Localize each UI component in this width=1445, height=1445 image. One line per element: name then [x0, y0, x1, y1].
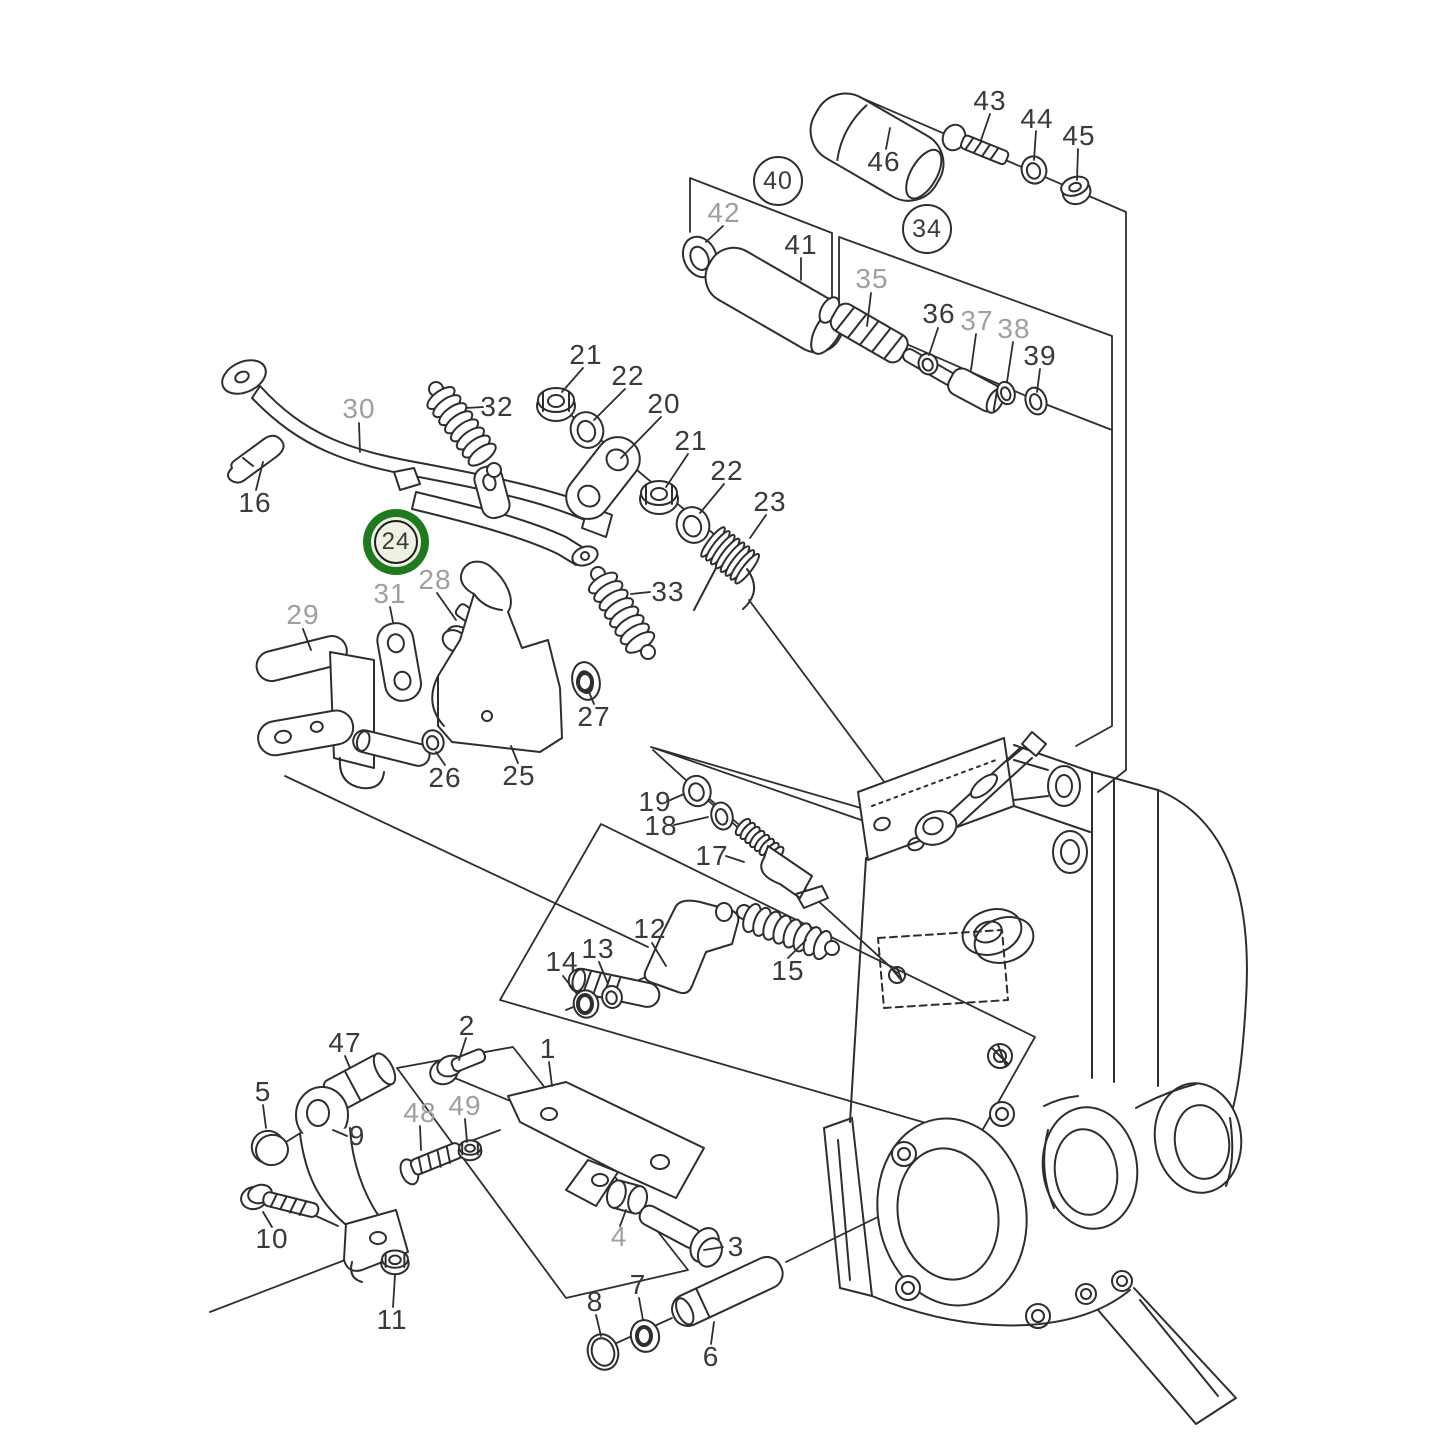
part-33-spring	[584, 567, 659, 659]
part-31-plate	[375, 620, 424, 703]
callout-18: 18	[644, 810, 678, 841]
callout-23: 23	[753, 486, 787, 517]
part-48-screw	[397, 1139, 466, 1187]
callout-14: 14	[545, 946, 579, 977]
callout-38: 38	[997, 313, 1031, 344]
callout-48: 48	[403, 1097, 437, 1128]
callout-43: 43	[973, 85, 1007, 116]
callout-27: 27	[577, 701, 611, 732]
callout-31: 31	[373, 578, 407, 609]
part-2-bolt	[427, 1048, 487, 1088]
callout-22-2: 22	[710, 455, 744, 486]
part-15-spring	[737, 900, 839, 963]
callout-33: 33	[651, 576, 685, 607]
callout-44: 44	[1020, 103, 1054, 134]
callout-49: 49	[448, 1090, 482, 1121]
part-23-torsion-spring	[694, 523, 763, 610]
part-17-plunger	[732, 815, 828, 908]
callout-30: 30	[342, 393, 376, 424]
callout-19: 19	[638, 786, 672, 817]
stud-and-washer	[911, 732, 1046, 851]
callout-21-2: 21	[674, 425, 708, 456]
callout-11: 11	[376, 1304, 408, 1335]
callout-29: 29	[286, 599, 320, 630]
part-8-ring	[583, 1330, 623, 1374]
callout-8: 8	[586, 1286, 604, 1317]
part-29-bracket	[253, 633, 431, 788]
part-45-nut	[1059, 173, 1094, 207]
callout-40: 40	[753, 156, 803, 206]
callout-2: 2	[458, 1010, 476, 1041]
callout-42: 42	[707, 197, 741, 228]
part-1-bracket	[508, 1082, 704, 1206]
callout-41: 41	[784, 229, 818, 260]
part-4-spacer	[604, 1178, 650, 1215]
part-3-bolt	[632, 1195, 730, 1270]
callout-4: 4	[610, 1221, 628, 1252]
part-43-bolt	[939, 121, 1012, 171]
part-5-grommet	[247, 1126, 291, 1168]
callout-16: 16	[238, 487, 272, 518]
callout-3: 3	[727, 1231, 745, 1262]
part-35-cable-rod	[815, 293, 963, 396]
callout-46: 46	[867, 146, 901, 177]
callout-12: 12	[633, 913, 667, 944]
parts-drawing	[217, 82, 1094, 1374]
part-9-lever	[296, 1087, 408, 1282]
callout-20: 20	[647, 388, 681, 419]
callout-5: 5	[254, 1076, 272, 1107]
callout-1: 1	[539, 1033, 557, 1064]
callout-7: 7	[629, 1269, 647, 1300]
callout-21: 21	[569, 339, 603, 370]
housing-drawing	[824, 732, 1248, 1424]
callout-37: 37	[960, 305, 994, 336]
callout-35: 35	[855, 263, 889, 294]
callout-stems	[256, 114, 1078, 1344]
part-10-bolt	[239, 1182, 320, 1219]
part-25-bracket	[432, 562, 562, 752]
callout-17: 17	[695, 840, 729, 871]
callout-15: 15	[771, 955, 805, 986]
callout-24: 24	[374, 520, 418, 564]
callout-26: 26	[428, 762, 462, 793]
part-32-spring	[422, 382, 501, 477]
callout-45: 45	[1062, 120, 1096, 151]
part-14-seal	[570, 987, 602, 1021]
part-6-pin	[667, 1252, 787, 1331]
part-27-grommet	[567, 658, 605, 704]
callout-34: 34	[902, 204, 952, 254]
callout-25: 25	[502, 760, 536, 791]
callout-10: 10	[255, 1223, 289, 1254]
callout-22: 22	[611, 360, 645, 391]
callout-39: 39	[1023, 340, 1057, 371]
callout-6: 6	[702, 1341, 720, 1372]
callout-28: 28	[418, 564, 452, 595]
part-16-clip	[228, 436, 284, 483]
part-7-washer	[627, 1317, 662, 1355]
part-46-cap	[799, 82, 955, 213]
callout-32: 32	[480, 391, 514, 422]
callout-13: 13	[581, 933, 615, 964]
callout-9: 9	[348, 1120, 366, 1151]
callout-36: 36	[922, 298, 956, 329]
callout-47: 47	[328, 1027, 362, 1058]
part-24-lever	[394, 463, 600, 569]
